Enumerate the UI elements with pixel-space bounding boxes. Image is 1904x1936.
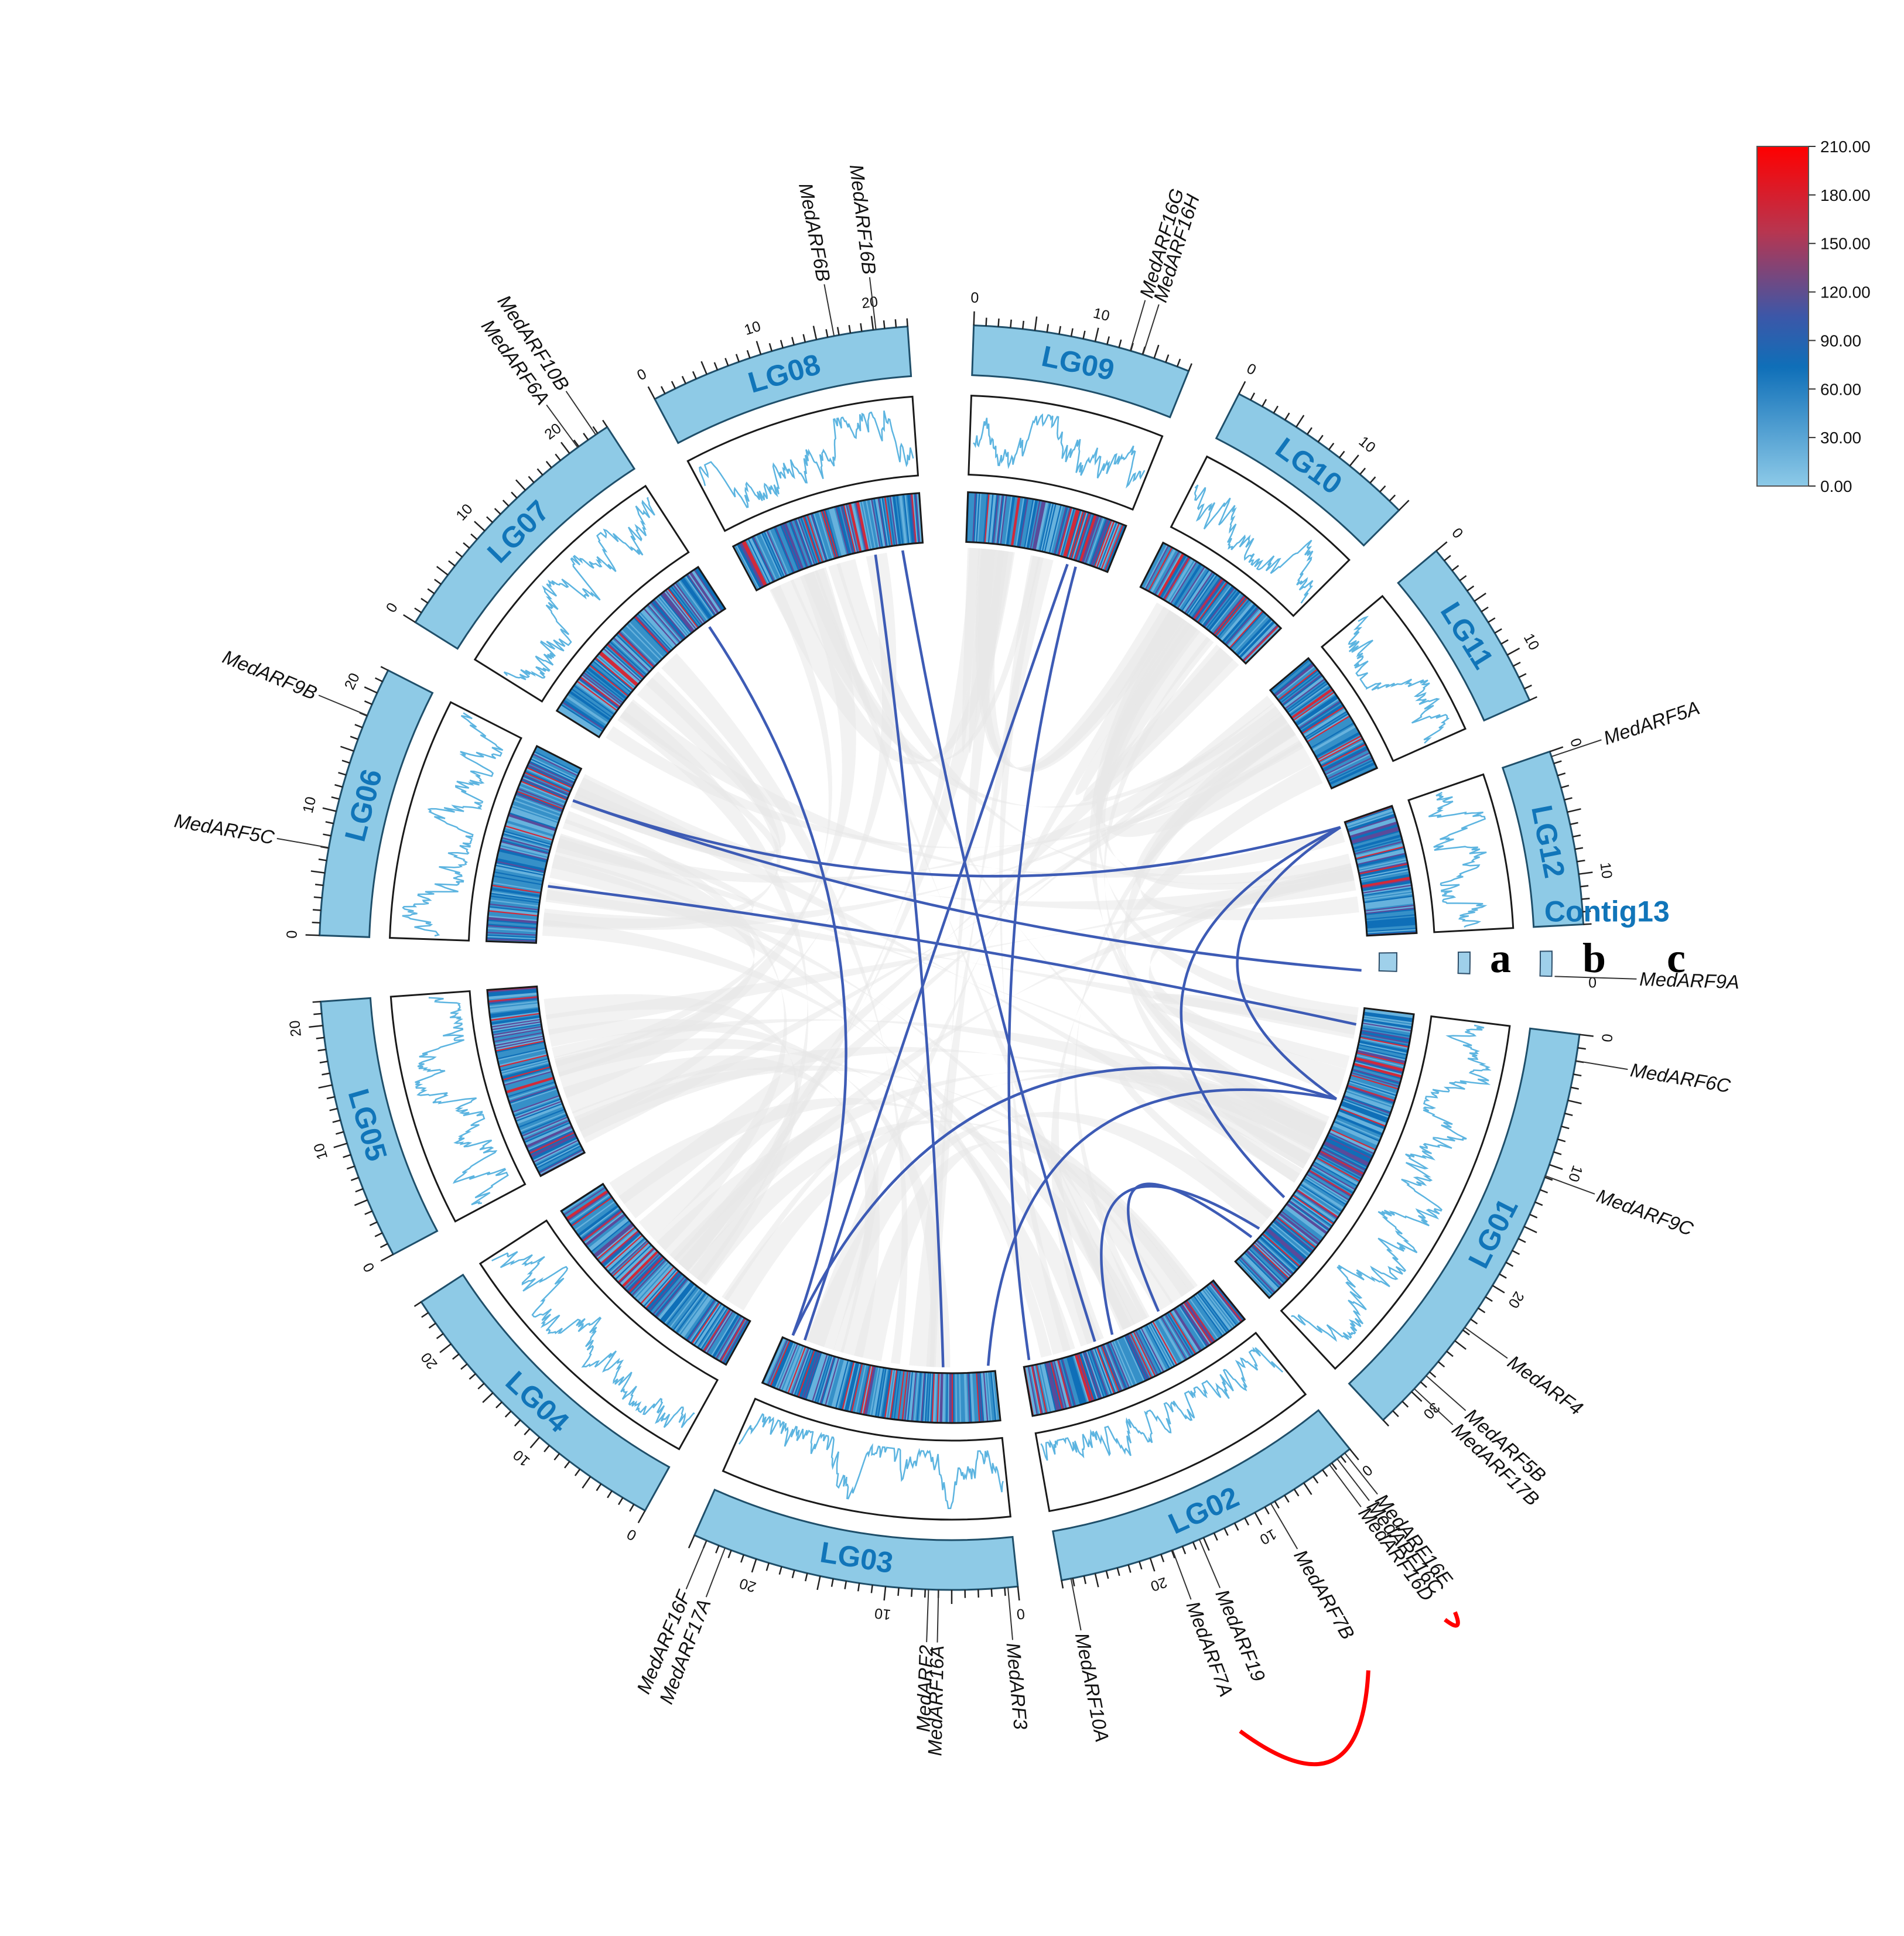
track-letter-b: b [1582,935,1606,981]
color-scale-legend: 210.00 180.00 150.00 120.00 90.00 60.00 30.00 0… [1757,138,1871,495]
tick-label: 10 [300,795,320,815]
gene-label: MedARF9C [1594,1185,1697,1240]
contig13-ideogram [1540,951,1552,976]
legend-label: 0.00 [1820,477,1852,495]
gene-label: MedARF5C [173,809,276,849]
tick-label: 20 [737,1575,758,1595]
tick-label: 0 [1359,1462,1375,1480]
tick-label: 0 [283,930,300,939]
tick-label: 0 [383,600,401,615]
tandem-duplication-arc [1445,1612,1458,1626]
tick-label: 10 [453,501,476,524]
tick-label: 20 [1148,1574,1169,1594]
tick-label: 20 [542,420,565,443]
track-letter-c: c [1667,935,1686,981]
density-line-track [390,396,1513,1520]
legend-label: 90.00 [1820,331,1861,350]
tick-label: 0 [1244,360,1259,378]
tick-label: 20 [861,293,879,312]
tick-label: 10 [1597,861,1615,880]
gene-label: MedARF4 [1503,1351,1587,1419]
gene-label: MedARF5A [1601,697,1702,749]
tick-label: 0 [1567,736,1585,749]
legend-label: 30.00 [1820,429,1861,447]
tick-label: 0 [1016,1605,1026,1622]
contig13-heat-segment [1379,953,1397,972]
gene-label: MedARF16B [846,163,880,276]
gene-label: MedARF9B [220,646,320,704]
tick-label: 0 [1448,525,1466,542]
tick-label: 10 [1092,305,1111,325]
tick-label: 0 [624,1525,640,1544]
tick-label: 0 [634,365,649,384]
tick-label: 20 [286,1020,305,1038]
legend-label: 210.00 [1820,138,1871,156]
legend-label: 180.00 [1820,186,1871,204]
tick-label: 10 [310,1141,331,1162]
tick-label: 20 [418,1349,440,1372]
tick-label: 0 [360,1260,378,1274]
gene-label: MedARF7B [1290,1546,1359,1643]
gene-label: MedARF2 [912,1645,937,1733]
tick-label: 10 [510,1446,533,1469]
legend-label: 150.00 [1820,235,1871,253]
tick-label: 10 [874,1605,892,1623]
tick-label: 30 [1420,1399,1443,1422]
gene-label: MedARF6C [1629,1059,1732,1097]
tick-label: 10 [742,318,763,338]
tick-label: 10 [1257,1525,1279,1548]
tick-label: 10 [1520,631,1543,653]
tick-label: 20 [341,671,363,692]
density-frame [1409,774,1513,932]
tick-label: 0 [1598,1033,1615,1043]
tick-label: 10 [1565,1163,1586,1184]
contig13-line-segment [1458,952,1470,974]
track-letter-a: a [1490,935,1511,981]
gene-label: MedARF10A [1071,1631,1113,1744]
gene-label: MedARF3 [1003,1642,1032,1731]
chr-label-contig13: Contig13 [1544,895,1670,928]
legend-label: 120.00 [1820,283,1871,302]
legend-label: 60.00 [1820,380,1861,398]
tick-label: 0 [970,289,979,306]
tick-label: 10 [1356,433,1379,456]
legend-color-bar [1757,146,1809,486]
gene-label: MedARF6B [795,181,835,283]
tandem-duplication-arc [1240,1670,1368,1764]
heatmap-track [486,492,1416,1423]
gene-label: MedARF9A [1639,968,1740,993]
tick-label: 20 [1505,1288,1527,1311]
